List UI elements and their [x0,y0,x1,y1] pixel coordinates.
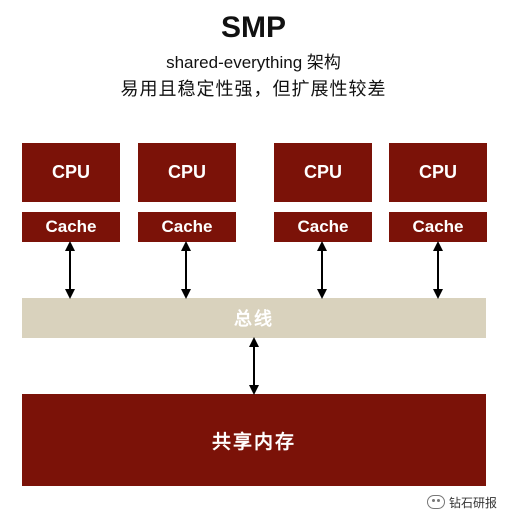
shared-memory: 共享内存 [22,394,486,486]
cache-block-2: Cache [138,212,236,242]
system-bus: 总线 [22,298,486,338]
cpu-block-4: CPU [389,143,487,202]
cache-block-1: Cache [22,212,120,242]
cpu-block-3: CPU [274,143,372,202]
diagram-caption: 易用且稳定性强，但扩展性较差 [120,79,387,99]
cache-block-4: Cache [389,212,487,242]
diagram-subtitle: shared-everything 架构 [166,53,341,72]
watermark: 钻石研报 [426,491,497,513]
wechat-icon [426,495,445,509]
cache-block-3: Cache [274,212,372,242]
watermark-text: 钻石研报 [448,495,497,510]
cpu-block-2: CPU [138,143,236,202]
diagram-title: SMP [220,11,286,44]
cpu-block-1: CPU [22,143,120,202]
